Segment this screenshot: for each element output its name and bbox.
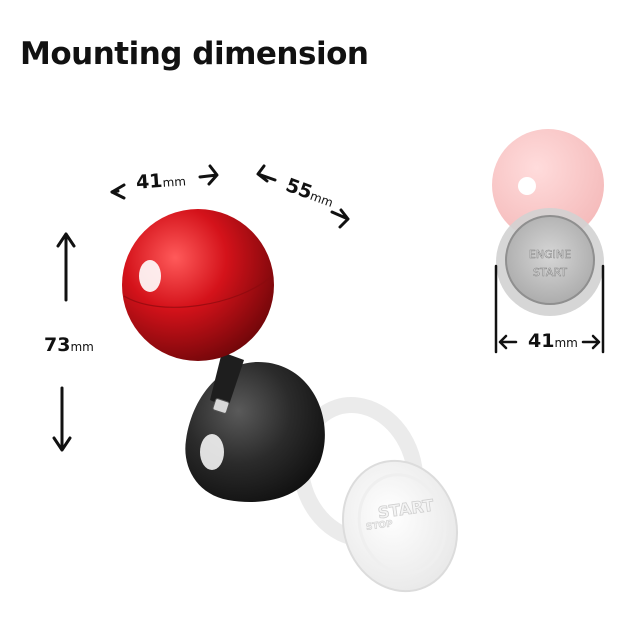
height-arrow-up-icon [56,232,76,302]
ring-inner-edge [357,473,447,575]
cover-arrow-right-icon [581,334,601,350]
depth-arrow-left-icon [256,164,277,183]
engine-start-button [505,215,595,305]
width-value: 41 [135,169,164,194]
cover-width-value: 41 [528,330,555,352]
ghost-ball-highlight [518,177,536,195]
ring-text-stop: STOP [365,519,393,533]
cover-view: ENGINE START [492,129,605,354]
button-text-start: START [533,266,567,279]
button-text-engine: ENGINE [529,248,571,261]
page-title: Mounting dimension [20,36,369,72]
cover-width-unit: mm [554,336,578,350]
width-unit: mm [162,174,187,190]
height-value: 73 [44,334,71,356]
start-stop-ring [341,459,459,593]
ball-highlight [139,260,161,292]
dimension-arrows [52,164,350,452]
red-knob-ball [122,209,274,361]
neck-clip [212,398,230,414]
height-arrow-down-icon [52,386,72,452]
cover-arrow-left-icon [498,334,518,350]
pink-ghost-ball [492,129,604,241]
height-unit: mm [70,340,94,354]
width-label: 41mm [135,168,187,194]
knob-neck [210,352,244,408]
ball-seam [123,275,273,308]
dark-base-dome [185,362,325,503]
knob-assembly: START STOP [122,209,459,593]
cover-width-label: 41mm [528,330,578,352]
base-highlight [200,434,224,470]
height-label: 73mm [44,334,94,356]
depth-arrow-right-icon [330,208,350,229]
width-arrow-right-icon [198,164,219,186]
cover-width-arrows [494,264,605,354]
